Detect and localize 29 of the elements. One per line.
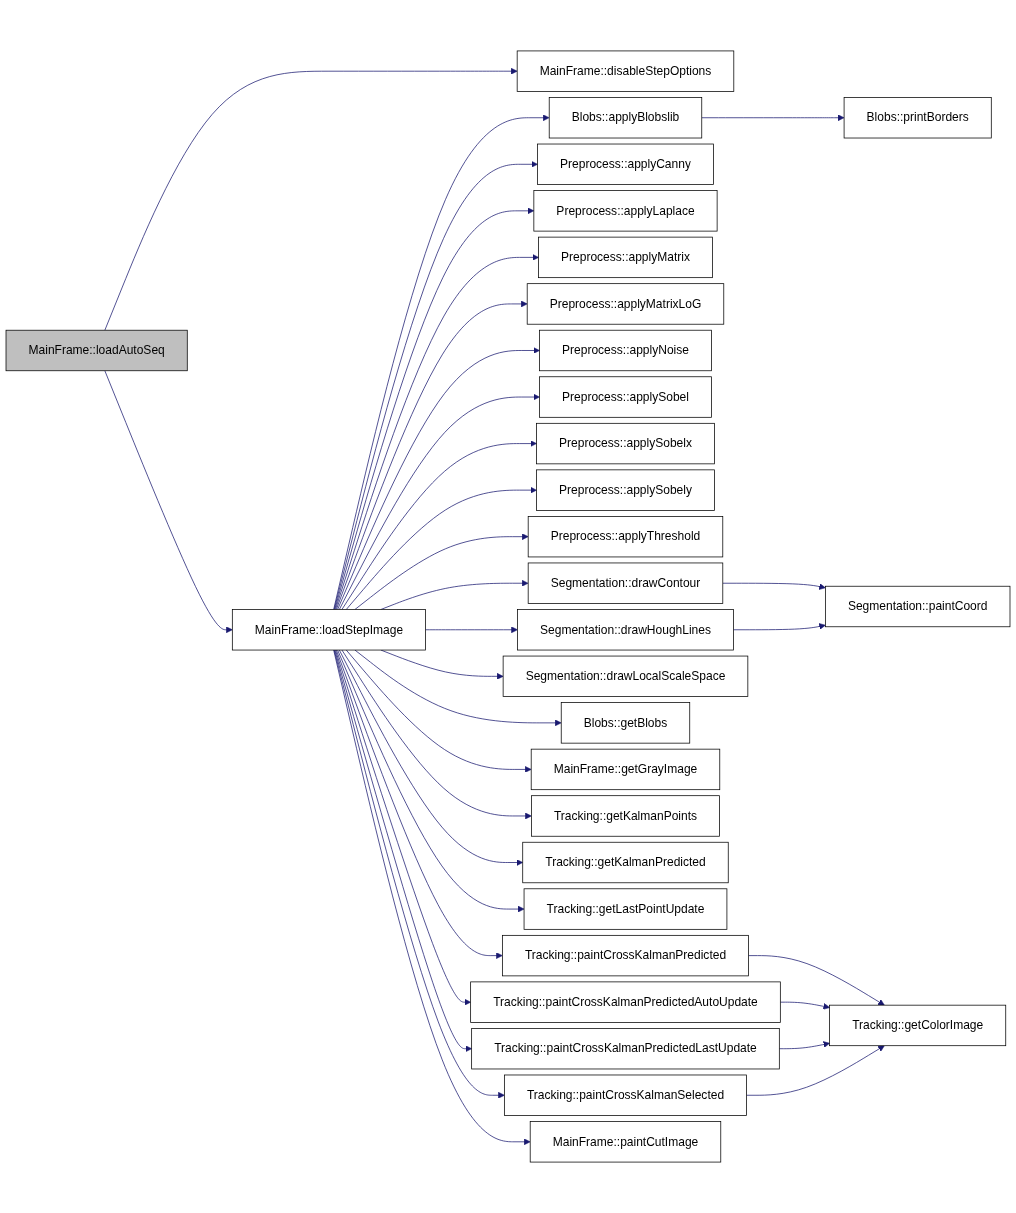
node-box: Tracking::getKalmanPredicted <box>522 841 729 884</box>
node-box: Tracking::paintCrossKalmanSelected <box>504 1074 747 1116</box>
node-box: Preprocess::applySobelx <box>536 422 715 465</box>
node-box: MainFrame::loadStepImage <box>231 609 426 651</box>
node-box: Segmentation::paintCoord <box>825 585 1011 628</box>
node-box: Tracking::paintCrossKalmanPredictedLastUpdate <box>471 1028 780 1070</box>
node-box: Preprocess::applyCanny <box>537 143 714 185</box>
node-box: Tracking::paintCrossKalmanPredictedAutoUpdate <box>470 981 781 1023</box>
node-box: Blobs::printBorders <box>843 97 992 139</box>
node-box: Preprocess::applyMatrix <box>538 236 713 279</box>
node-box: Preprocess::applySobely <box>536 469 715 511</box>
node-box: Preprocess::applyLaplace <box>533 190 718 232</box>
node-box: Segmentation::drawHoughLines <box>517 609 734 651</box>
node-box: MainFrame::getGrayImage <box>530 748 721 791</box>
node-box: Segmentation::drawLocalScaleSpace <box>502 655 749 697</box>
node-box: Tracking::getKalmanPoints <box>531 795 720 837</box>
node-box: Preprocess::applyMatrixLoG <box>526 283 725 325</box>
node-box: Tracking::paintCrossKalmanPredicted <box>502 934 749 977</box>
node-box: Segmentation::drawContour <box>527 562 724 604</box>
node-box: Preprocess::applyNoise <box>539 329 712 372</box>
node-box: Tracking::getLastPointUpdate <box>523 888 728 930</box>
node-box: Blobs::getBlobs <box>560 702 691 744</box>
node-box: MainFrame::loadAutoSeq <box>5 329 188 372</box>
node-box: Tracking::getColorImage <box>829 1004 1007 1047</box>
node-box: MainFrame::disableStepOptions <box>516 50 735 92</box>
node-box: Blobs::applyBlobslib <box>548 97 703 139</box>
node-box: MainFrame::paintCutImage <box>529 1121 722 1163</box>
node-box: Preprocess::applyThreshold <box>527 516 724 558</box>
node-box: Preprocess::applySobel <box>539 376 712 418</box>
